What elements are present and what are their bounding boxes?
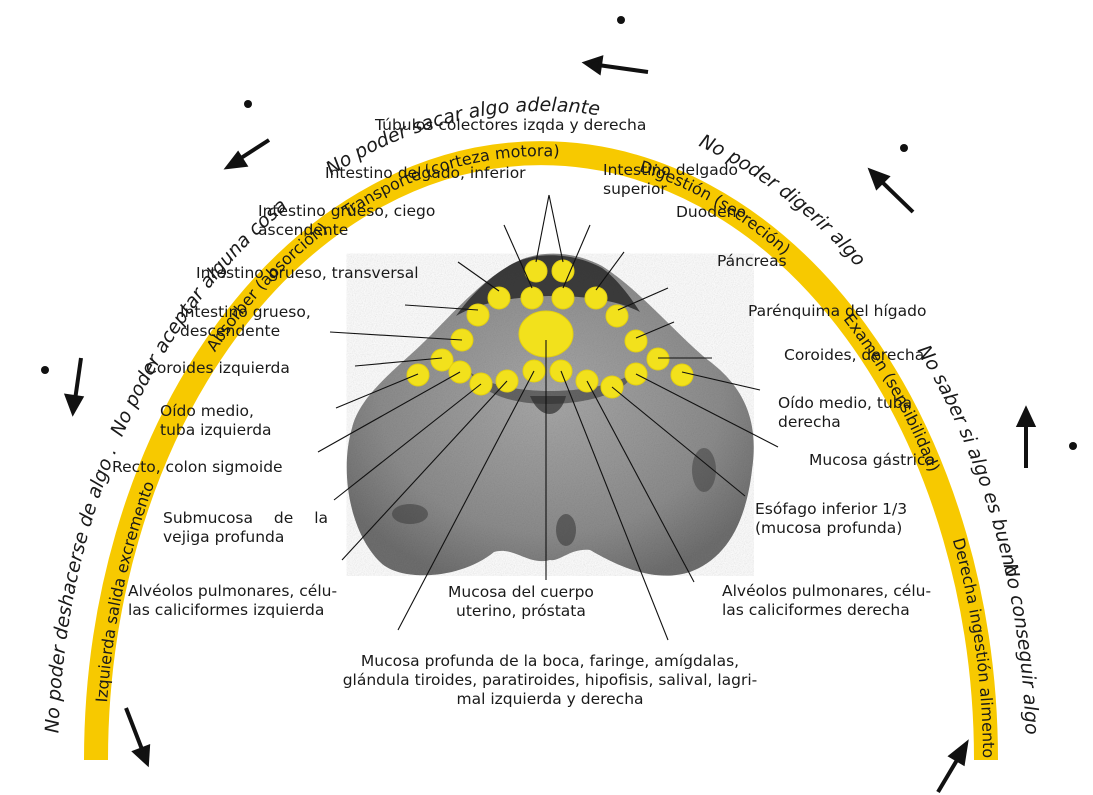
nucleus [521,287,543,309]
label-grueso-ciego: Intestino grueso, ciego ascendente [258,202,435,240]
label-grueso-transversal: Intestino grueso, transversal [196,264,419,283]
label-line: glándula tiroides, paratiroides, hipofis… [310,671,790,690]
label-line: vejiga profunda [163,528,328,547]
label-line: las caliciformes izquierda [128,601,337,620]
separator-dot [41,366,49,374]
nucleus [647,348,669,370]
arrow-transport-icon [228,140,269,167]
label-recto: Recto, colon sigmoide [112,458,283,477]
label-utero: Mucosa del cuerpo uterino, próstata [448,583,594,621]
nucleus [671,364,693,386]
nucleus [488,287,510,309]
label-oido-der: Oído medio, tuba derecha [778,394,912,432]
label-submucosa: Submucosa de la vejiga profunda [163,509,328,547]
nucleus [625,330,647,352]
label-line: tuba izquierda [160,421,272,440]
arrow-exam-icon [871,171,913,212]
arc-exam: Examen (sensibilidad) [840,310,944,475]
label-duodeno: Duodeno [676,203,746,222]
label-line: Oído medio, tuba [778,394,912,413]
label-tubulos: Túbulos colectores izqda y derecha [375,116,646,135]
label-line: derecha [778,413,912,432]
label-grueso-descendente: Intestino grueso, descendente [180,303,311,341]
nucleus [585,287,607,309]
label-line: uterino, próstata [448,602,594,621]
label-line: Alvéolos pulmonares, célu- [722,582,931,601]
arrow-absorb-icon [67,358,81,412]
separator-dot [244,100,252,108]
arrow-digestion-icon [586,58,648,72]
label-line: Intestino grueso, ciego [258,202,435,221]
arrow-up-right-icon [1019,410,1033,468]
nucleus [606,305,628,327]
label-coroides-der: Coroides, derecha [784,346,924,365]
label-line: las caliciformes derecha [722,601,931,620]
label-alveolos-der: Alvéolos pulmonares, célu- las calicifor… [722,582,931,620]
label-mucosa-gastrica: Mucosa gástrica [809,451,935,470]
nucleus [467,304,489,326]
label-pancreas: Páncreas [717,252,787,271]
label-higado: Parénquima del hígado [748,302,926,321]
arrow-excrete-icon [126,708,148,763]
label-int-delgado-inferior: Intestino delgado, inferior [325,164,526,183]
label-line: superior [603,180,738,199]
label-line: descendente [180,322,311,341]
label-int-delgado-superior: Intestino delgado superior [603,161,738,199]
label-line: mal izquierda y derecha [310,690,790,709]
label-boca: Mucosa profunda de la boca, faringe, amí… [310,652,790,709]
label-line: ascendente [258,221,435,240]
label-line: Intestino grueso, [180,303,311,322]
separator-dot [900,144,908,152]
label-line: Oído medio, [160,402,272,421]
label-oido-izq: Oído medio, tuba izquierda [160,402,272,440]
label-line: Esófago inferior 1/3 [755,500,907,519]
arrow-intake-icon [938,744,966,792]
label-line: Mucosa del cuerpo [448,583,594,602]
label-line: Intestino delgado [603,161,738,180]
nucleus [552,287,574,309]
separator-dot [1069,442,1077,450]
separator-dot [617,16,625,24]
brainstem-section [347,254,754,576]
label-coroides-izq: Coroides izquierda [146,359,290,378]
label-line: Alvéolos pulmonares, célu- [128,582,337,601]
label-line: (mucosa profunda) [755,519,907,538]
label-line: Submucosa de la [163,509,328,528]
nucleus [407,364,429,386]
label-line: Mucosa profunda de la boca, faringe, amí… [310,652,790,671]
label-alveolos-izq: Alvéolos pulmonares, célu- las calicifor… [128,582,337,620]
label-esofago: Esófago inferior 1/3 (mucosa profunda) [755,500,907,538]
conflict-conseguir: No conseguir algo [999,561,1043,735]
